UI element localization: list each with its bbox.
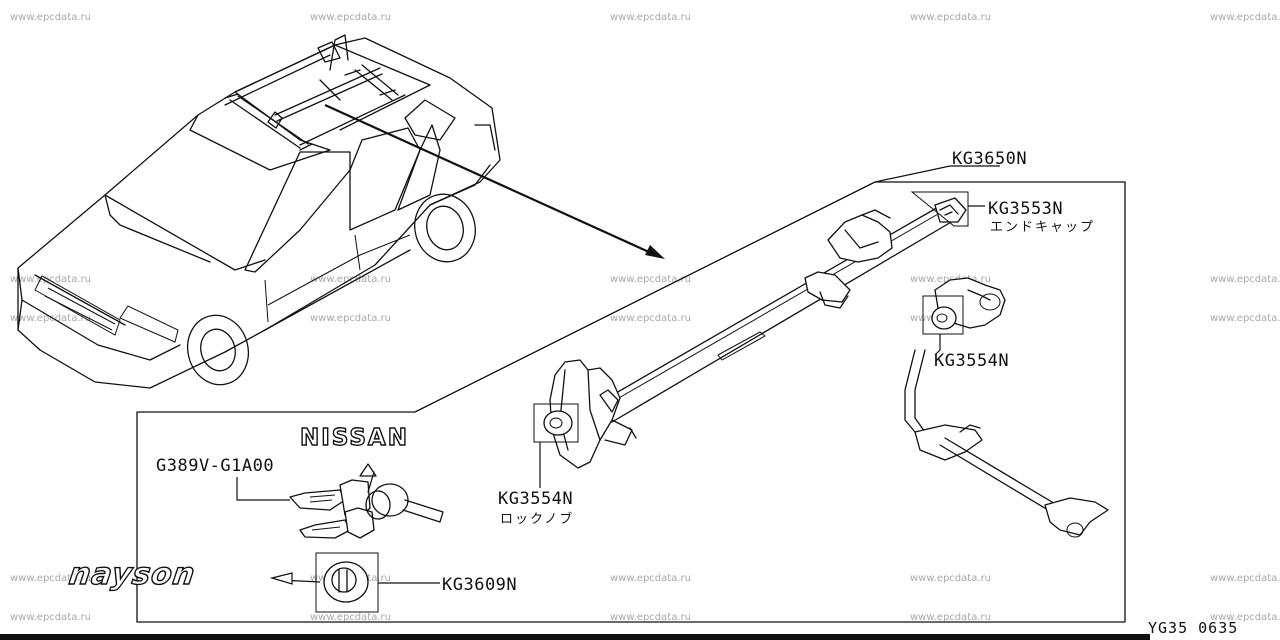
callout-lock-knob-jp: ロックノブ	[500, 511, 574, 527]
watermark-text: www.epcdata.ru	[910, 612, 991, 623]
car-illustration	[17, 34, 501, 389]
nissan-logo-text: NISSAN	[300, 425, 409, 451]
diagram-code: YG35 0635	[1148, 619, 1238, 637]
detail-arrow	[324, 103, 665, 259]
watermark-text: www.epcdata.ru	[310, 612, 391, 623]
callout-lock-knob-left: KG3554N	[498, 489, 573, 509]
watermark-text: www.epcdata.ru	[10, 274, 91, 285]
watermark-text: www.epcdata.ru	[1210, 12, 1280, 23]
watermark-text: www.epcdata.ru	[610, 612, 691, 623]
brand-labels: NISSAN nayson	[66, 424, 409, 592]
watermark-text: www.epcdata.ru	[310, 313, 391, 324]
watermark-text: www.epcdata.ru	[1210, 313, 1280, 324]
watermark-text: www.epcdata.ru	[610, 12, 691, 23]
watermark-text: www.epcdata.ru	[10, 313, 91, 324]
watermark-text: www.epcdata.ru	[610, 573, 691, 584]
callout-rack-assembly: KG3650N	[952, 149, 1027, 169]
key-set	[289, 463, 444, 539]
watermark-text: www.epcdata.ru	[610, 313, 691, 324]
watermark-text: www.epcdata.ru	[610, 274, 691, 285]
callout-labels: KG3650N KG3553N エンドキャップ KG3554N KG3554N …	[156, 149, 1095, 595]
watermark-text: www.epcdata.ru	[1210, 274, 1280, 285]
watermark-layer: www.epcdata.ru www.epcdata.ru www.epcdata.…	[10, 12, 1280, 623]
bottom-bar	[0, 634, 1150, 640]
callout-end-cap-jp: エンドキャップ	[990, 220, 1095, 235]
watermark-text: www.epcdata.ru	[910, 12, 991, 23]
watermark-text: www.epcdata.ru	[10, 612, 91, 623]
nayson-logo-text: nayson	[67, 557, 198, 592]
callout-emblem-badge: KG3609N	[442, 575, 517, 595]
watermark-text: www.epcdata.ru	[1210, 612, 1280, 623]
callout-key: G389V-G1A00	[156, 456, 274, 476]
callout-end-cap: KG3553N	[988, 199, 1063, 219]
callout-lock-knob-right: KG3554N	[934, 351, 1009, 371]
watermark-text: www.epcdata.ru	[910, 573, 991, 584]
watermark-text: www.epcdata.ru	[10, 573, 91, 584]
emblem-badge	[269, 552, 379, 613]
watermark-text: www.epcdata.ru	[1210, 573, 1280, 584]
detail-frame	[136, 181, 1126, 623]
watermark-text: www.epcdata.ru	[10, 12, 91, 23]
bike-rack-detail	[533, 191, 1109, 538]
leader-lines	[236, 165, 1000, 584]
watermark-text: www.epcdata.ru	[310, 12, 391, 23]
